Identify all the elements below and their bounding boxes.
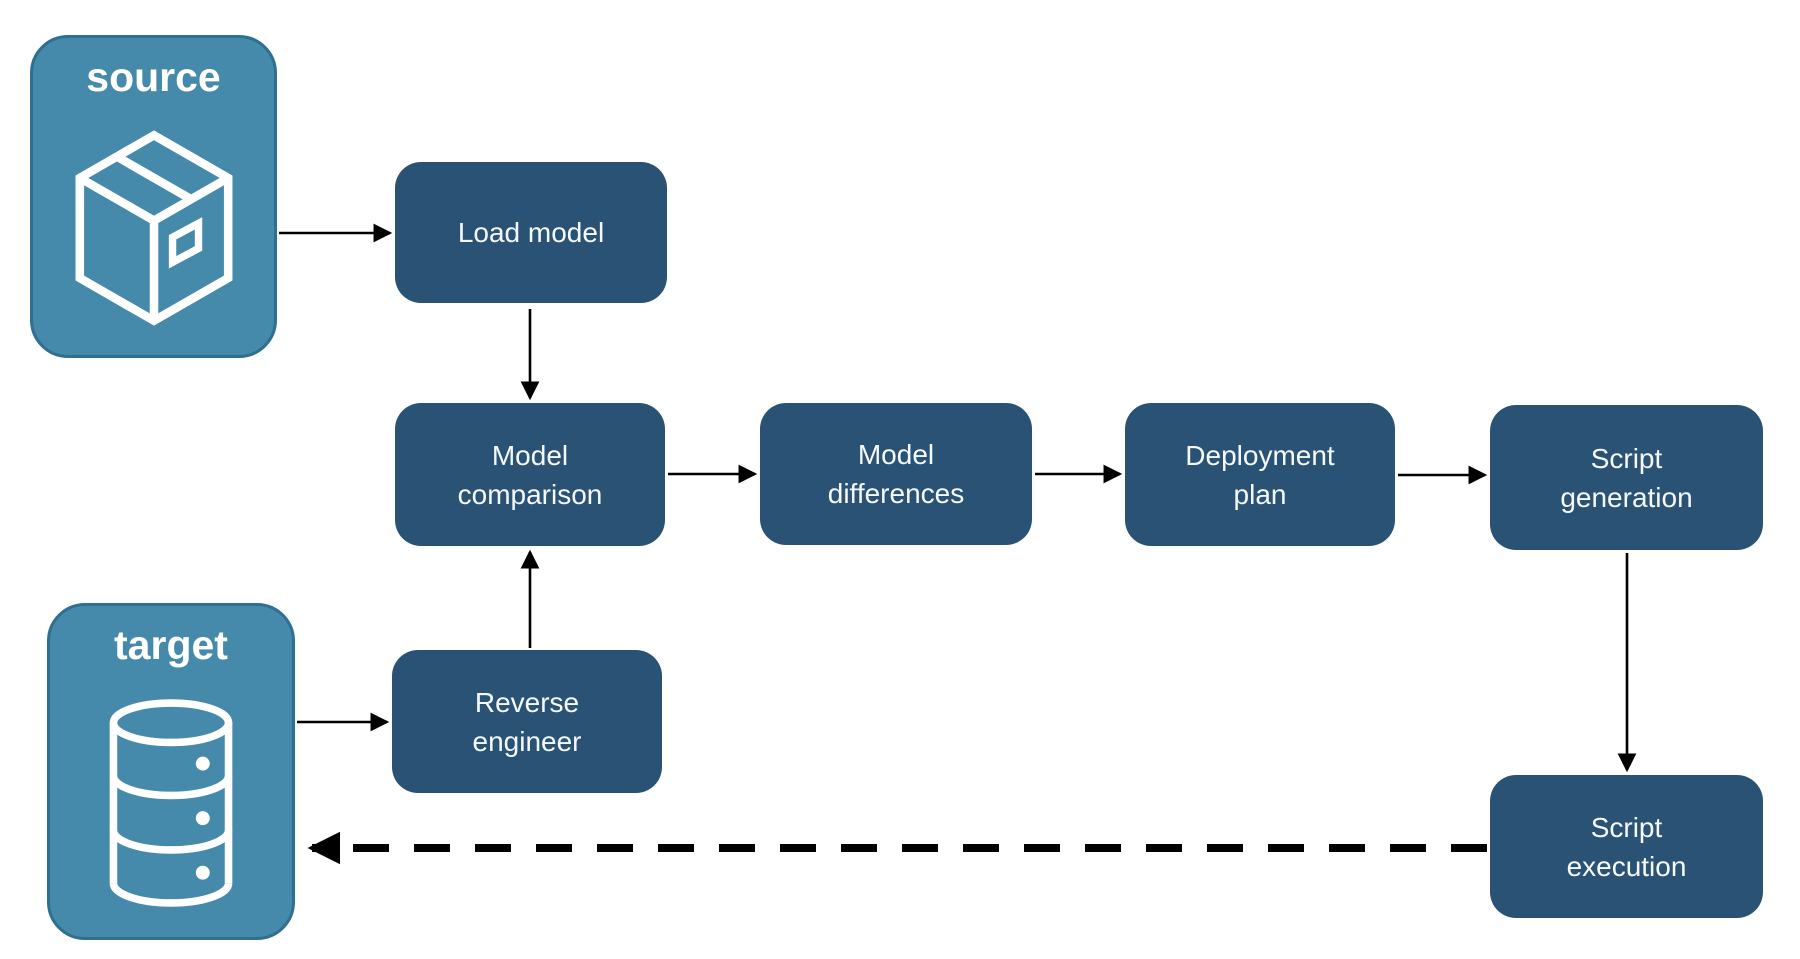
node-script-generation-label: Script generation (1560, 442, 1693, 513)
entity-target: target (47, 603, 295, 940)
node-load-model: Load model (395, 162, 667, 303)
entity-target-label: target (114, 622, 228, 668)
node-script-execution: Script execution (1490, 775, 1763, 918)
node-deployment-plan: Deployment plan (1125, 403, 1395, 546)
node-model-comparison-label: Model comparison (457, 439, 603, 510)
database-icon (95, 668, 247, 937)
node-script-execution-label: Script execution (1566, 811, 1687, 882)
node-model-differences-label: Model differences (827, 439, 965, 509)
entity-source: source (30, 35, 277, 358)
node-script-generation: Script generation (1490, 405, 1763, 550)
node-reverse-engineer-label: Reverse engineer (472, 686, 582, 757)
node-deployment-plan-label: Deployment plan (1185, 439, 1335, 510)
node-load-model-label: Load model (457, 217, 605, 248)
package-icon (60, 100, 248, 355)
node-model-comparison: Model comparison (395, 403, 665, 546)
entity-source-label: source (86, 54, 221, 100)
node-reverse-engineer: Reverse engineer (392, 650, 662, 793)
node-model-differences: Model differences (760, 403, 1032, 545)
